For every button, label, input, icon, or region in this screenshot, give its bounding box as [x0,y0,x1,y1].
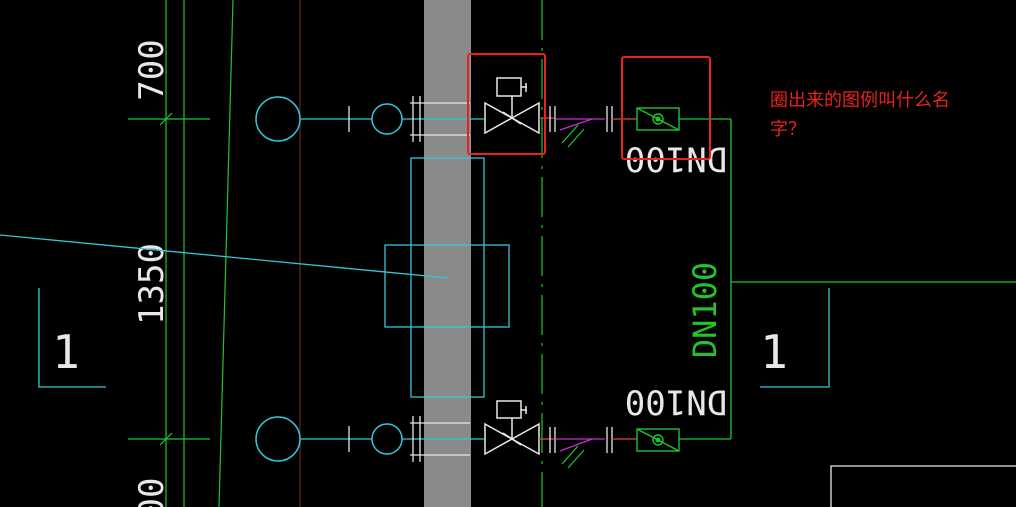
structural-column [424,0,471,507]
dimension-1350: 1350 [132,243,172,325]
pump-circle-bottom [255,416,301,462]
question-annotation: 圈出来的图例叫什么名字？ [770,90,950,140]
solenoid-valve-symbol [484,77,540,135]
dimension-lines [128,0,301,507]
dimension-700: 700 [132,39,172,100]
solenoid-valve-symbol-bottom [484,400,540,456]
pipe-row-bottom [255,400,731,469]
section-marker-right [760,288,830,388]
room-outline [830,465,1016,507]
leader-line [0,234,449,279]
pipe-label-vertical: DN100 [686,262,724,358]
section-marker-right-label: 1 [760,325,788,379]
dimension-lower: 00 [132,478,172,507]
pipe-label-bottom: DN100 [625,382,727,422]
section-marker-left-label: 1 [52,325,80,379]
flange-coupling-bottom [410,416,470,462]
flow-meter-symbol [636,107,680,131]
pump-circle [255,96,301,142]
section-marker-left [38,288,106,388]
pipe-row-top [255,77,731,148]
vertical-pipe [730,119,1016,439]
gauge-circle [371,103,403,135]
highlight-box-flow-meter [621,56,711,160]
gauge-circle-bottom [371,423,403,455]
highlight-box-solenoid-valve [467,53,546,155]
flange-coupling [410,96,470,142]
equipment-outline [384,157,510,398]
flow-meter-symbol-bottom [636,428,680,452]
